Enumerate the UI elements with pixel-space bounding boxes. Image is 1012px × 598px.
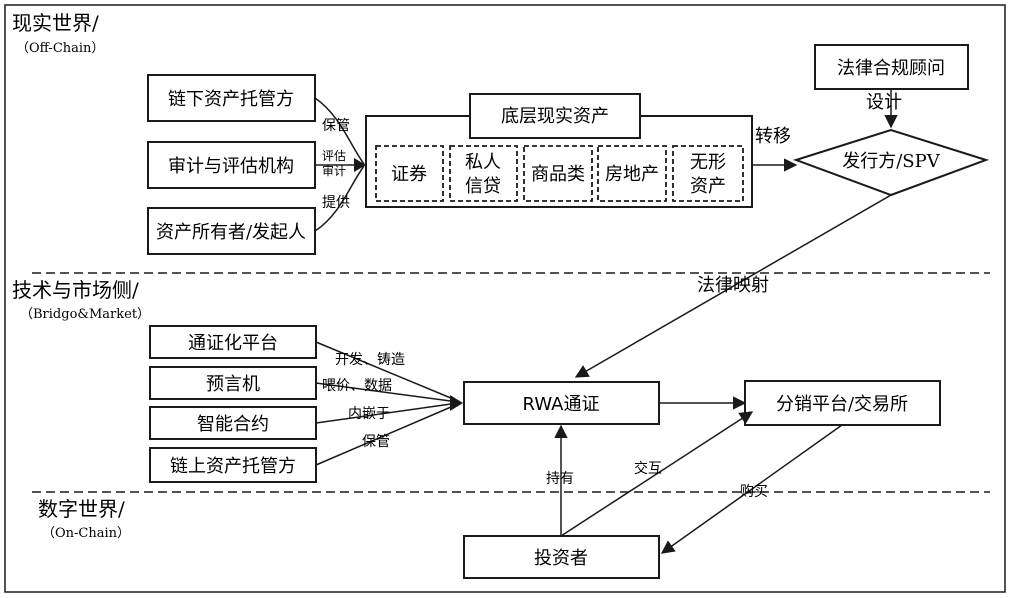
offchain-actor-custodian[interactable]: 链下资产托管方 (147, 74, 316, 122)
edge-label-transfer: 转移 (755, 126, 791, 147)
asset-class-commodities-label: 商品类 (531, 164, 585, 185)
edge-label-design: 设计 (866, 92, 902, 113)
edge-label-price-data: 喂价、数据 (322, 378, 392, 394)
edge-label-onchain-custody: 保管 (362, 434, 390, 450)
zone-subtitle-onchain: （On-Chain） (42, 526, 130, 541)
asset-class-intangible-line2: 资产 (690, 176, 726, 197)
link-tokenization (315, 341, 459, 402)
edge-label-interact: 交互 (634, 460, 662, 477)
legal-advisor-node[interactable]: 法律合规顾问 (814, 44, 969, 90)
zone-title-onchain: 数字世界/ (38, 497, 125, 521)
asset-class-commodities[interactable]: 商品类 (523, 145, 593, 202)
arrowhead-actors (354, 158, 366, 172)
tech-onchain-custodian-label: 链上资产托管方 (170, 456, 296, 477)
edge-label-buy: 购买 (740, 484, 768, 500)
link-oracle (315, 382, 459, 403)
rwa-token-label: RWA通证 (523, 394, 600, 415)
offchain-actor-originator-label: 资产所有者/发起人 (156, 222, 306, 243)
offchain-actor-custodian-label: 链下资产托管方 (168, 89, 294, 110)
asset-class-private-credit[interactable]: 私人 信贷 (449, 145, 518, 202)
underlying-assets-group: 底层现实资产 证券 私人 信贷 商品类 房地产 无形 资产 (365, 93, 753, 208)
asset-class-securities-label: 证券 (391, 164, 427, 185)
tech-smart-contract[interactable]: 智能合约 (149, 406, 317, 440)
tech-tokenization-platform[interactable]: 通证化平台 (149, 325, 317, 359)
interact-arrow (560, 411, 754, 537)
zone-title-bridge: 技术与市场侧/ (12, 278, 139, 302)
investor-node[interactable]: 投资者 (463, 535, 660, 579)
issuer-spv-node[interactable]: 发行方/SPV (792, 128, 990, 197)
legal-mapping-arrow (574, 194, 892, 378)
underlying-assets-title-box[interactable] (469, 93, 641, 139)
tech-tokenization-platform-label: 通证化平台 (188, 333, 278, 354)
legal-advisor-label: 法律合规顾问 (837, 58, 945, 79)
asset-class-private-credit-line2: 信贷 (465, 176, 501, 197)
zone-title-offchain: 现实世界/ (12, 11, 99, 35)
tech-oracle[interactable]: 预言机 (149, 366, 317, 400)
edge-label-embedded-in: 内嵌于 (348, 406, 390, 422)
edge-label-hold: 持有 (546, 471, 574, 487)
rwa-token-node[interactable]: RWA通证 (463, 381, 660, 425)
outer-frame (4, 4, 1006, 593)
offchain-actor-auditor[interactable]: 审计与评估机构 (147, 141, 316, 189)
tech-onchain-custodian[interactable]: 链上资产托管方 (149, 447, 317, 483)
asset-class-intangible-line1: 无形 (690, 152, 726, 173)
offchain-actor-originator[interactable]: 资产所有者/发起人 (147, 207, 316, 255)
link-smart-contract (315, 402, 459, 424)
edge-label-audit-bottom: 审计 (322, 163, 346, 178)
exchange-node[interactable]: 分销平台/交易所 (744, 380, 941, 426)
asset-class-private-credit-line1: 私人 (465, 152, 501, 173)
asset-class-intangible[interactable]: 无形 资产 (672, 145, 744, 202)
buy-arrow (660, 424, 843, 554)
link-custody (314, 97, 365, 165)
arrowhead-tech (450, 395, 463, 411)
underlying-assets-title: 底层现实资产 (501, 106, 609, 127)
tech-oracle-label: 预言机 (206, 374, 260, 395)
offchain-actor-auditor-label: 审计与评估机构 (168, 156, 294, 177)
issuer-spv-label: 发行方/SPV (842, 151, 941, 172)
zone-subtitle-offchain: （Off-Chain） (16, 41, 104, 56)
tech-smart-contract-label: 智能合约 (197, 414, 269, 435)
asset-class-real-estate[interactable]: 房地产 (597, 145, 667, 202)
investor-label: 投资者 (534, 548, 588, 569)
edge-label-audit-top: 评估 (322, 149, 346, 163)
link-provide (314, 165, 365, 232)
exchange-label: 分销平台/交易所 (776, 394, 908, 415)
asset-class-real-estate-label: 房地产 (605, 164, 659, 185)
edge-label-custody: 保管 (322, 118, 350, 134)
edge-label-develop-mint: 开发、铸造 (335, 352, 405, 368)
asset-class-securities[interactable]: 证券 (375, 145, 444, 202)
edge-label-legal-mapping: 法律映射 (697, 275, 769, 296)
link-onchain-custody (315, 403, 459, 466)
edge-label-provide: 提供 (322, 195, 350, 211)
zone-subtitle-bridge: （Bridgo&Market） (20, 307, 150, 322)
